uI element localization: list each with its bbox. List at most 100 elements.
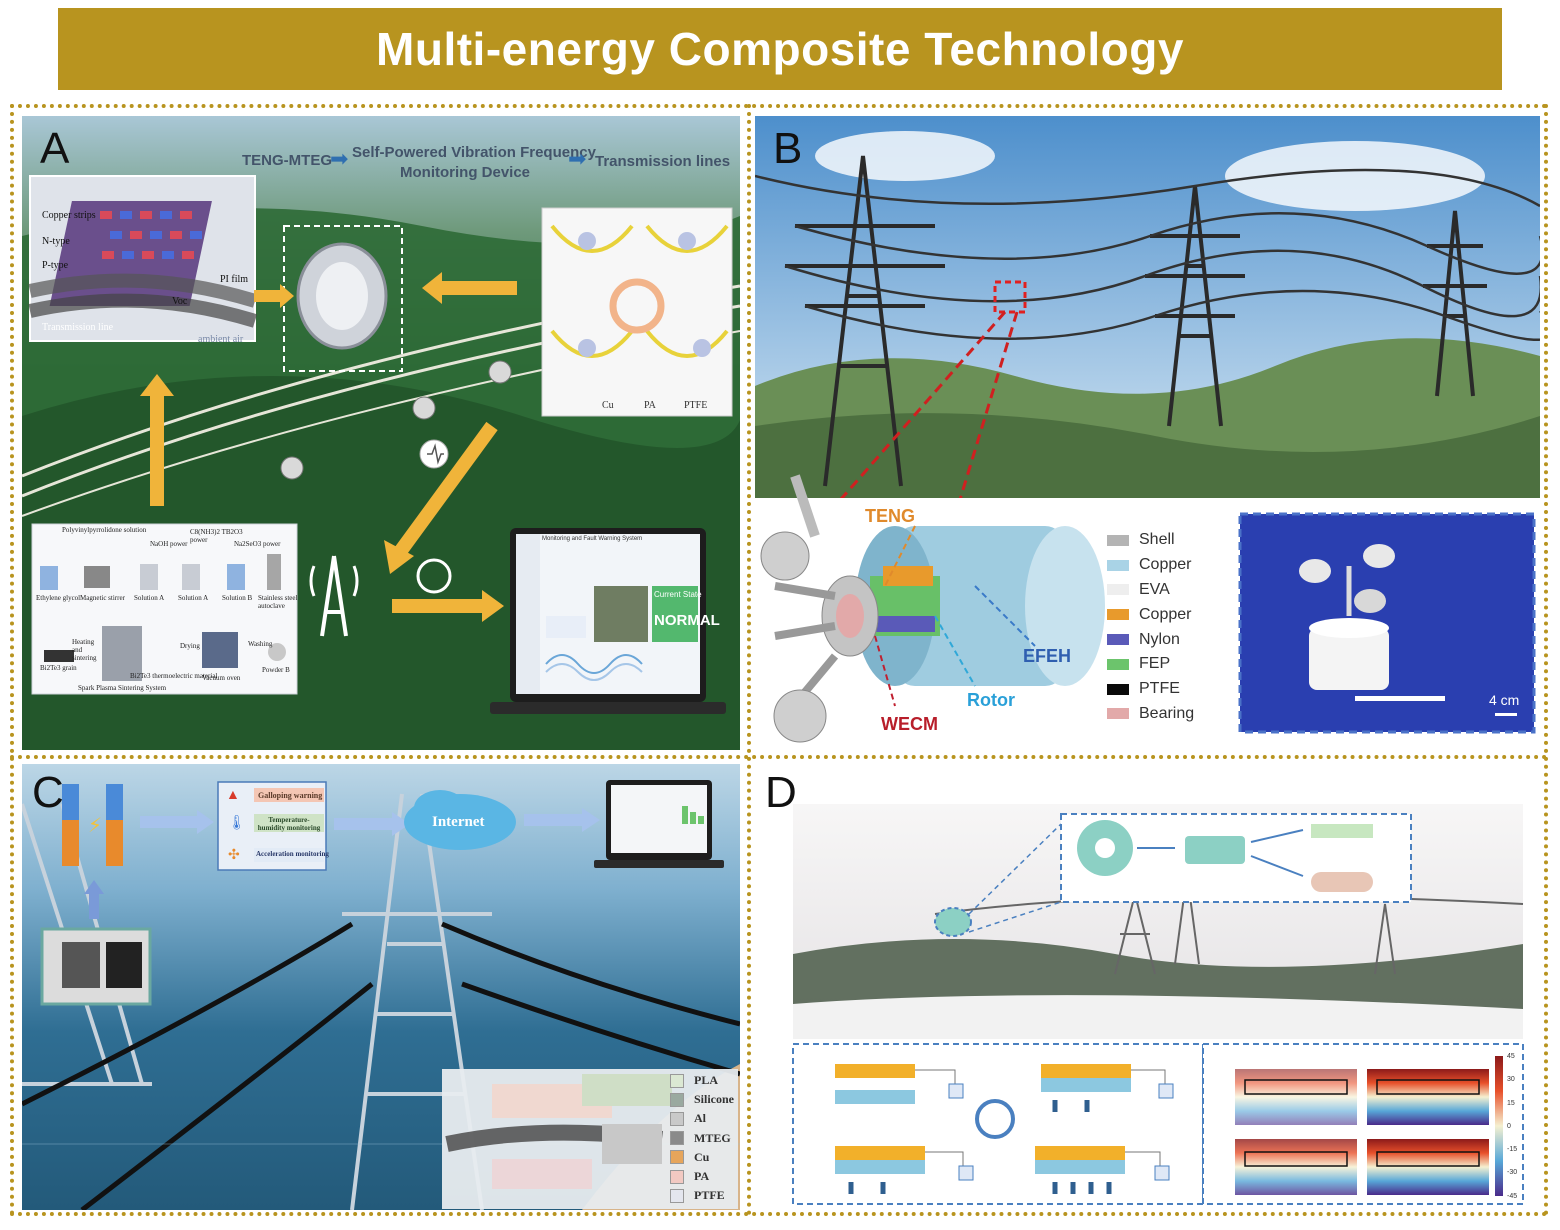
colorbar-tick: -30 [1507, 1169, 1518, 1177]
warning-alarm-icon: ▲ [226, 786, 240, 802]
colorbar-ticks: 45 30 15 0 -15 -30 -45 [1507, 1052, 1517, 1210]
laptop-state-title: Current State [654, 590, 702, 599]
label-wecm: WECM [881, 714, 938, 734]
legend-label: Al [694, 1111, 706, 1126]
legend-label: PA [694, 1169, 710, 1184]
inset-ambient-air: ambient air [198, 334, 244, 345]
legend-item: Silicone [670, 1090, 734, 1109]
legend-item: PLA [670, 1071, 734, 1090]
legend-swatch [670, 1150, 684, 1165]
material-legend-c: PLA Silicone Al MTEG Cu PA PTFE [670, 1071, 734, 1205]
legend-label: Cu [694, 1149, 710, 1164]
legend-label: Copper [1139, 556, 1192, 574]
inset-p-type: P-type [42, 260, 69, 271]
colorbar-tick: -15 [1507, 1146, 1518, 1154]
page-title: Multi-energy Composite Technology [376, 23, 1184, 75]
legend-item: Shell [1107, 528, 1194, 553]
inset-voc: Voc [172, 296, 188, 307]
inset-transmission-line: Transmission line [42, 322, 114, 333]
title-banner: Multi-energy Composite Technology [58, 8, 1502, 90]
legend-label: PTFE [694, 1188, 725, 1203]
figure-frame [10, 104, 1548, 1216]
panel-c-letter: C [32, 768, 64, 817]
colorbar-tick: -45 [1507, 1192, 1518, 1200]
process-bottom-1: Bi2Te3 grain [40, 664, 77, 672]
colorbar-tick: 15 [1507, 1099, 1515, 1107]
label-efeh: EFEH [1023, 646, 1072, 666]
legend-item: Copper [1107, 553, 1194, 578]
legend-item: Copper [1107, 602, 1194, 627]
process-reagent-3: Na2SeO3 power [234, 540, 281, 548]
inset-n-type: N-type [42, 236, 70, 247]
process-oven: Vacuum oven [202, 674, 241, 682]
panel-b-scene [755, 116, 1540, 750]
process-bottom-4: Washing [248, 640, 273, 648]
legend-item: MTEG [670, 1129, 734, 1148]
process-spark: Spark Plasma Sintering System [78, 684, 167, 692]
process-step-6: Stainless steel autoclave [258, 594, 298, 610]
thermometer-icon: 🌡 [228, 814, 246, 830]
panel-d-letter: D [765, 768, 797, 817]
legend-ptfe: PTFE [684, 400, 708, 411]
legend-swatch [1107, 584, 1129, 596]
flow-monitoring-device: Monitoring Device [400, 164, 531, 181]
svg-text:⚡: ⚡ [88, 813, 102, 837]
colorbar-tick: 0 [1507, 1122, 1511, 1130]
legend-swatch [1107, 658, 1129, 670]
legend-swatch [670, 1188, 684, 1203]
process-reagent-2: C8(NH3)2 TB2O3 power [190, 528, 243, 544]
panel-d-scene [792, 804, 1524, 1205]
panel-a-scene [22, 175, 740, 750]
legend-label: FEP [1139, 655, 1171, 673]
process-bottom-3: Drying [180, 642, 200, 650]
legend-label: EVA [1139, 580, 1170, 598]
panel-a-letter: A [40, 124, 70, 173]
legend-item: Al [670, 1109, 734, 1128]
vertical-divider [747, 104, 751, 1216]
legend-pa: PA [644, 400, 656, 411]
laptop-state-value: NORMAL [654, 612, 720, 629]
legend-item: EVA [1107, 578, 1194, 603]
legend-swatch [1107, 609, 1129, 621]
legend-swatch [670, 1131, 684, 1146]
legend-swatch [1107, 708, 1129, 720]
warning-galloping: Galloping warning [258, 791, 323, 800]
panel-c: ⚡ C Galloping warning Temperature-humidi… [22, 764, 740, 1210]
legend-swatch [670, 1111, 684, 1126]
legend-label: Bearing [1139, 704, 1195, 722]
legend-item: PTFE [1107, 677, 1194, 702]
legend-item: Bearing [1107, 702, 1194, 727]
legend-swatch [670, 1169, 684, 1184]
colorbar-tick: 30 [1507, 1076, 1515, 1084]
colorbar-tick: 45 [1507, 1053, 1515, 1060]
label-rotor: Rotor [967, 690, 1015, 710]
process-step-3: Solution A [134, 594, 165, 602]
process-reagent-1: NaOH power [150, 540, 188, 548]
label-teng: TENG [865, 506, 916, 526]
legend-item: PA [670, 1167, 734, 1186]
legend-item: Nylon [1107, 627, 1194, 652]
legend-label: Silicone [694, 1092, 735, 1107]
flow-self-powered: Self-Powered Vibration Frequency [352, 144, 596, 161]
process-step-2: Magnetic stirrer [80, 594, 125, 602]
process-solution-top: Polyvinylpyrrolidone solution [62, 526, 147, 534]
panel-b: B TENG EFEH Rotor WECM Shell Copper EVA … [755, 116, 1540, 750]
legend-label: PTFE [1139, 680, 1180, 698]
process-step-5: Solution B [222, 594, 253, 602]
flow-transmission-lines: Transmission lines [595, 153, 731, 170]
process-bottom-5: Powder B [262, 666, 290, 674]
panel-d: D 45 30 15 0 -15 -30 -45 [755, 764, 1540, 1210]
flow-teng-mteg: TENG-MTEG [242, 152, 332, 169]
process-step-1: Ethylene glycol [36, 594, 81, 602]
inset-pi-film: PI film [220, 274, 249, 285]
legend-label: Nylon [1139, 630, 1180, 648]
legend-swatch [1107, 683, 1129, 695]
legend-label: Copper [1139, 605, 1192, 623]
legend-item: FEP [1107, 652, 1194, 677]
legend-label: MTEG [694, 1130, 731, 1145]
material-legend-b: Shell Copper EVA Copper Nylon FEP PTFE [1107, 528, 1194, 726]
horizontal-divider [10, 755, 1548, 759]
inset-copper-strips: Copper strips [42, 210, 96, 221]
legend-item: PTFE [670, 1186, 734, 1205]
panel-a: A TENG-MTEG Self-Powered Vibration Frequ… [22, 116, 740, 750]
